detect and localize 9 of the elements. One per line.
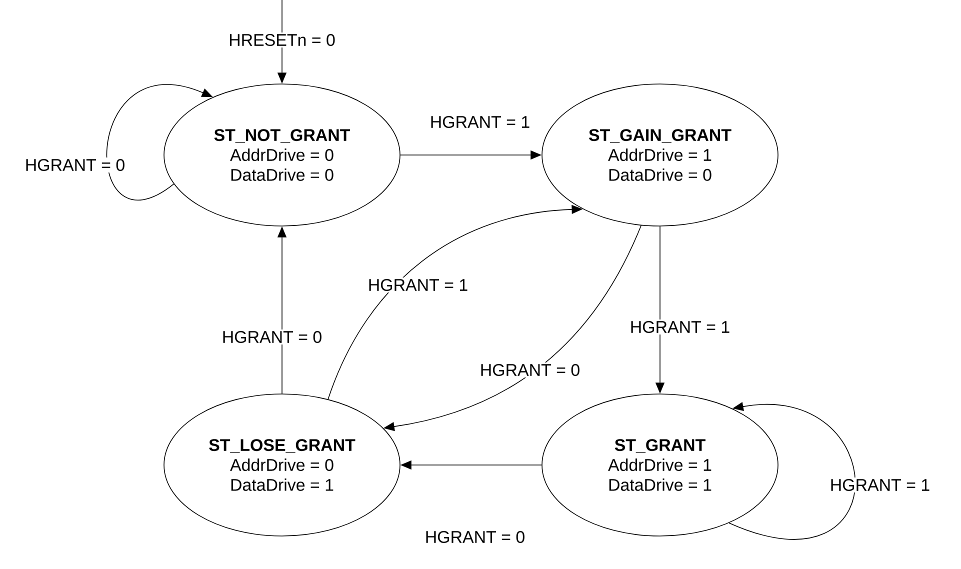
edge-label: HGRANT = 1: [428, 114, 532, 130]
edge-label: HGRANT = 1: [628, 320, 732, 334]
edge-label: HGRANT = 0: [478, 362, 582, 378]
edge-label: HGRANT = 0: [23, 158, 127, 172]
edge-label: HRESETn = 0: [227, 32, 337, 48]
edge-label: HGRANT = 0: [423, 530, 527, 544]
edge-label: HGRANT = 1: [366, 278, 470, 292]
edge-label: HGRANT = 1: [828, 478, 932, 492]
edge-label: HGRANT = 0: [220, 330, 324, 344]
